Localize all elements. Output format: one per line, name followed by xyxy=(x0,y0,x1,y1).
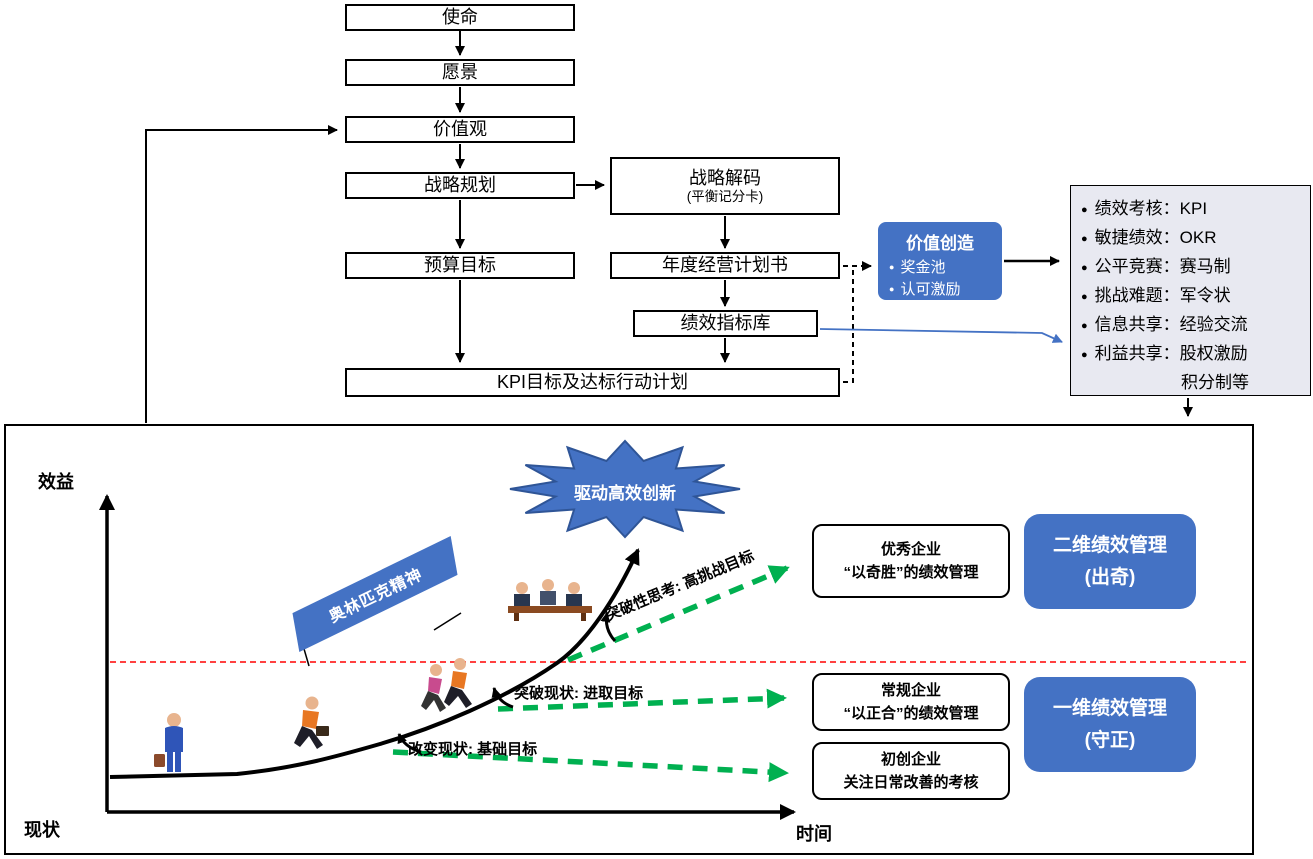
flow-box-kpi-library-label: 绩效指标库 xyxy=(680,313,771,334)
blue-arrow-library-mechanisms xyxy=(819,328,1063,343)
mechanism-item: 公平竞赛：赛马制 xyxy=(1081,253,1306,282)
flow-box-strategic-planning-label: 战略规划 xyxy=(424,175,496,196)
flow-box-kpi-action-plan: KPI目标及达标行动计划 xyxy=(345,368,840,397)
flow-arrows xyxy=(145,31,1193,423)
figure-runner xyxy=(294,696,329,749)
flow-box-kpi-library: 绩效指标库 xyxy=(633,310,818,337)
note-arrow-challenge xyxy=(600,612,617,643)
flow-box-values-label: 价值观 xyxy=(433,119,487,140)
mechanism-item: 信息共享：经验交流 xyxy=(1081,311,1306,340)
company-box-startup-desc: 关注日常改善的考核 xyxy=(843,774,979,791)
company-box-startup-title: 初创企业 xyxy=(880,750,941,768)
figure-meeting-group xyxy=(508,579,592,621)
company-box-regular-desc: “以正合”的绩效管理 xyxy=(843,705,979,722)
value-creation-title: 价值创造 xyxy=(906,234,974,253)
flow-box-mission: 使命 xyxy=(345,4,575,31)
dimension-box-1d: 一维绩效管理 (守正) xyxy=(1024,677,1196,772)
flow-box-mission-label: 使命 xyxy=(442,7,478,28)
value-creation-item: 奖金池 xyxy=(878,257,1002,279)
mechanism-item: 敏捷绩效：OKR xyxy=(1081,224,1306,253)
banner-tick-2 xyxy=(433,612,462,631)
flow-box-vision: 愿景 xyxy=(345,59,575,86)
company-box-regular: 常规企业 “以正合”的绩效管理 xyxy=(812,673,1010,731)
company-box-regular-title: 常规企业 xyxy=(880,681,941,699)
green-arrow-challenge-goal xyxy=(566,565,790,663)
mechanism-item: 利益共享：股权激励 xyxy=(1081,340,1306,369)
flow-box-annual-plan: 年度经营计划书 xyxy=(610,252,840,279)
note-arrows xyxy=(397,612,617,754)
flow-box-budget-target: 预算目标 xyxy=(345,252,575,279)
flow-box-kpi-action-plan-label: KPI目标及达标行动计划 xyxy=(496,372,688,393)
note-arrow-basic xyxy=(397,733,422,754)
flow-box-vision-label: 愿景 xyxy=(442,62,478,83)
company-box-excellent: 优秀企业 “以奇胜”的绩效管理 xyxy=(812,524,1010,598)
mechanism-item: 绩效考核：KPI xyxy=(1081,195,1306,224)
flow-box-strategy-decoding-sub: (平衡记分卡) xyxy=(686,188,764,204)
value-creation-item: 认可激励 xyxy=(878,279,1002,301)
burst-shape xyxy=(509,439,741,539)
flow-box-strategy-decoding-label: 战略解码 xyxy=(689,168,761,189)
dimension-box-2d-sub: (出奇) xyxy=(1084,566,1136,588)
axes xyxy=(99,494,796,820)
flow-box-annual-plan-label: 年度经营计划书 xyxy=(662,255,788,276)
dimension-box-2d-title: 二维绩效管理 xyxy=(1052,535,1167,557)
company-box-excellent-title: 优秀企业 xyxy=(880,540,941,558)
dimension-box-2d: 二维绩效管理 (出奇) xyxy=(1024,514,1196,609)
flow-box-strategy-decoding: 战略解码 (平衡记分卡) xyxy=(610,157,840,215)
flow-box-values: 价值观 xyxy=(345,116,575,143)
company-box-excellent-desc: “以奇胜”的绩效管理 xyxy=(843,564,979,581)
flow-box-budget-target-label: 预算目标 xyxy=(424,255,496,276)
benefit-curve xyxy=(109,548,640,779)
mechanism-list-box: 绩效考核：KPI 敏捷绩效：OKR 公平竞赛：赛马制 挑战难题：军令状 信息共享… xyxy=(1070,185,1311,396)
time-axis-label: 时间 xyxy=(796,824,832,844)
goal-label-progressive: 突破现状: 进取目标 xyxy=(514,685,644,702)
goal-label-basic: 改变现状: 基础目标 xyxy=(408,741,538,758)
feedback-arrow-panel-values xyxy=(145,125,338,423)
mechanism-item: 挑战难题：军令状 xyxy=(1081,282,1306,311)
note-arrow-progressive xyxy=(491,687,514,709)
figure-standing-person xyxy=(154,713,183,772)
dashed-connector-kpiplan xyxy=(843,268,854,383)
green-arrow-basic-goal xyxy=(392,749,789,783)
flow-box-strategic-planning: 战略规划 xyxy=(345,172,575,199)
company-box-startup: 初创企业 关注日常改善的考核 xyxy=(812,742,1010,800)
goal-arrows xyxy=(392,565,790,783)
dimension-box-1d-title: 一维绩效管理 xyxy=(1052,698,1167,720)
green-arrow-progressive-goal xyxy=(497,688,787,712)
origin-label: 现状 xyxy=(24,820,60,840)
value-creation-box: 价值创造 奖金池 认可激励 xyxy=(878,222,1002,300)
mechanism-extra-line: 积分制等 xyxy=(1181,373,1249,392)
figure-climbers xyxy=(421,658,472,712)
burst-label: 驱动高效创新 xyxy=(574,484,676,503)
benefit-axis-label: 效益 xyxy=(38,472,74,492)
dimension-box-1d-sub: (守正) xyxy=(1084,729,1136,751)
